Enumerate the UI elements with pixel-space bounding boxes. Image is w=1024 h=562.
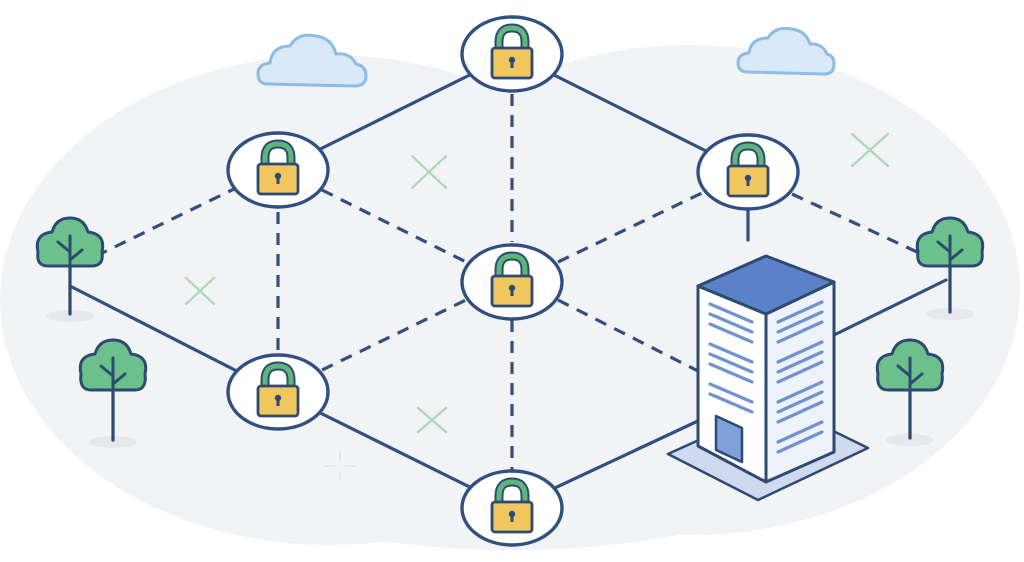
lock-node	[226, 353, 330, 431]
lock-node	[696, 133, 800, 211]
sparkle-icon	[324, 451, 356, 481]
cross-sparkle-icon	[416, 406, 448, 434]
padlock-icon	[490, 23, 534, 80]
padlock-icon	[726, 141, 770, 198]
tree-icon	[875, 338, 945, 446]
office-building-icon	[666, 254, 870, 502]
lock-node	[460, 243, 564, 321]
padlock-icon	[490, 251, 534, 308]
tree-icon	[915, 216, 985, 320]
cloud-icon	[736, 26, 836, 76]
padlock-icon	[490, 477, 534, 534]
cross-sparkle-icon	[184, 276, 216, 306]
tree-icon	[35, 216, 105, 322]
dashed-link	[321, 188, 467, 264]
dashed-link	[321, 298, 467, 372]
padlock-icon	[256, 361, 300, 418]
lock-node	[226, 131, 330, 209]
building-windows	[708, 300, 824, 454]
cloud-icon	[256, 33, 368, 88]
dashed-link	[557, 298, 701, 374]
lock-nodes	[226, 15, 800, 547]
dashed-link	[791, 192, 931, 260]
padlock-icon	[256, 139, 300, 196]
dashed-link	[95, 186, 237, 258]
solid-link	[830, 278, 948, 338]
tree-icon	[78, 338, 148, 448]
dashed-link	[557, 190, 705, 264]
cross-sparkle-icon	[850, 132, 890, 168]
background-blob	[0, 45, 1020, 550]
lock-node	[460, 469, 564, 547]
cross-sparkle-icon	[410, 154, 448, 190]
dashed-connections	[95, 94, 931, 470]
building-door	[714, 414, 744, 464]
lock-node	[460, 15, 564, 93]
